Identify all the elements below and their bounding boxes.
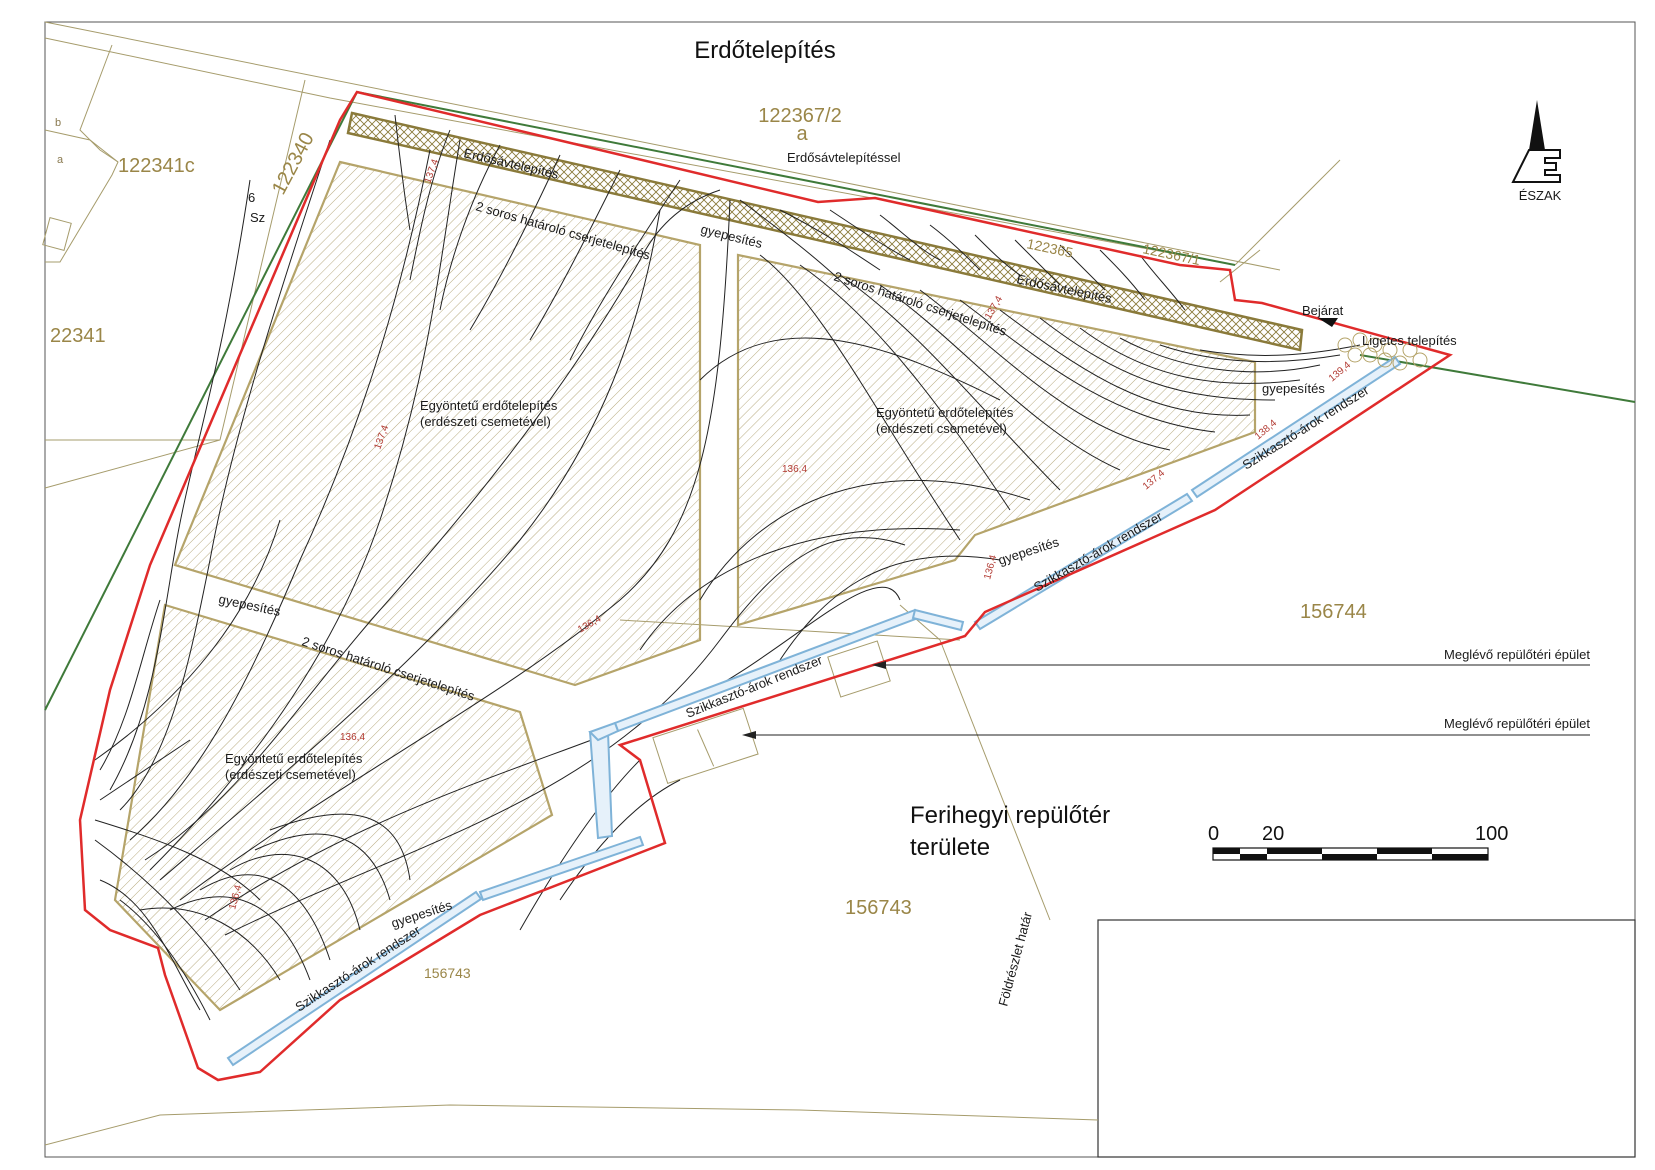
label-boundary: Földrészlet határ [995, 910, 1035, 1008]
parcel-122367-2-sub: a [796, 123, 808, 145]
contour-label: 139,4 [1327, 360, 1354, 385]
label-airport-2: területe [910, 834, 990, 861]
parcel-22341: 22341 [50, 325, 106, 347]
entrance-marker-icon [1318, 318, 1338, 327]
label-building-1: Meglévő repülőtéri épület [1444, 647, 1590, 662]
forest-area-south [113, 603, 554, 1012]
map-frame [44, 21, 1636, 1158]
label-grass-2: gyepesítés [1262, 381, 1325, 396]
parcel-122367-2: 122367/2 [758, 105, 841, 127]
label-forest-strip-with: Erdősávtelepítéssel [787, 150, 901, 165]
planting-areas [113, 111, 1304, 1012]
label-forest-3a: Egyöntetű erdőtelepítés [225, 751, 363, 766]
infiltration-ditch [226, 355, 1402, 1067]
map-title: Erdőtelepítés [694, 37, 835, 64]
title-block-frame [1097, 919, 1636, 1158]
leader-arrow-1 [872, 661, 886, 669]
contour-label: 136,4 [340, 732, 365, 743]
parcel-156743-small: 156743 [424, 965, 471, 981]
label-forest-3b: (erdészeti csemetével) [225, 767, 356, 782]
label-airport-1: Ferihegyi repülőtér [910, 802, 1110, 829]
scale-label-0: 0 [1208, 823, 1219, 845]
forest-area-east [736, 253, 1257, 627]
leader-arrow-2 [742, 731, 756, 739]
contour-label: 136,4 [782, 464, 807, 475]
site-boundary [78, 90, 1453, 1082]
label-grove: Ligetes telepítés [1362, 333, 1457, 348]
contour-label: 137,4 [422, 157, 441, 185]
forest-area-west [173, 160, 702, 687]
label-building-2: Meglévő repülőtéri épület [1444, 716, 1590, 731]
forest-strip [346, 111, 1304, 352]
label-forest-2b: (erdészeti csemetével) [876, 421, 1007, 436]
label-forest-1a: Egyöntetű erdőtelepítés [420, 398, 558, 413]
parcel-122341c: 122341c [118, 155, 195, 177]
property-lines [44, 91, 1636, 711]
north-label: ÉSZAK [1519, 188, 1562, 203]
label-forest-1b: (erdészeti csemetével) [420, 414, 551, 429]
label-entrance: Bejárat [1302, 303, 1344, 318]
grove-circles [1337, 332, 1428, 371]
contour-lines [94, 114, 1361, 1021]
parcel-156744: 156744 [1300, 601, 1367, 623]
sub-parcel-a: a [57, 154, 64, 166]
north-arrow-icon [1511, 100, 1561, 183]
parcel-156743-large: 156743 [845, 897, 912, 919]
leader-lines [750, 664, 1590, 736]
sub-parcel-6: 6 [248, 190, 255, 205]
scale-label-100: 100 [1475, 823, 1508, 845]
scale-label-20: 20 [1262, 823, 1284, 845]
label-forest-2a: Egyöntetű erdőtelepítés [876, 405, 1014, 420]
sub-parcel-sz: Sz [250, 210, 265, 225]
label-grass-3: gyepesítés [996, 534, 1061, 568]
sub-parcel-b: b [55, 117, 61, 129]
scale-bar [1212, 847, 1489, 861]
